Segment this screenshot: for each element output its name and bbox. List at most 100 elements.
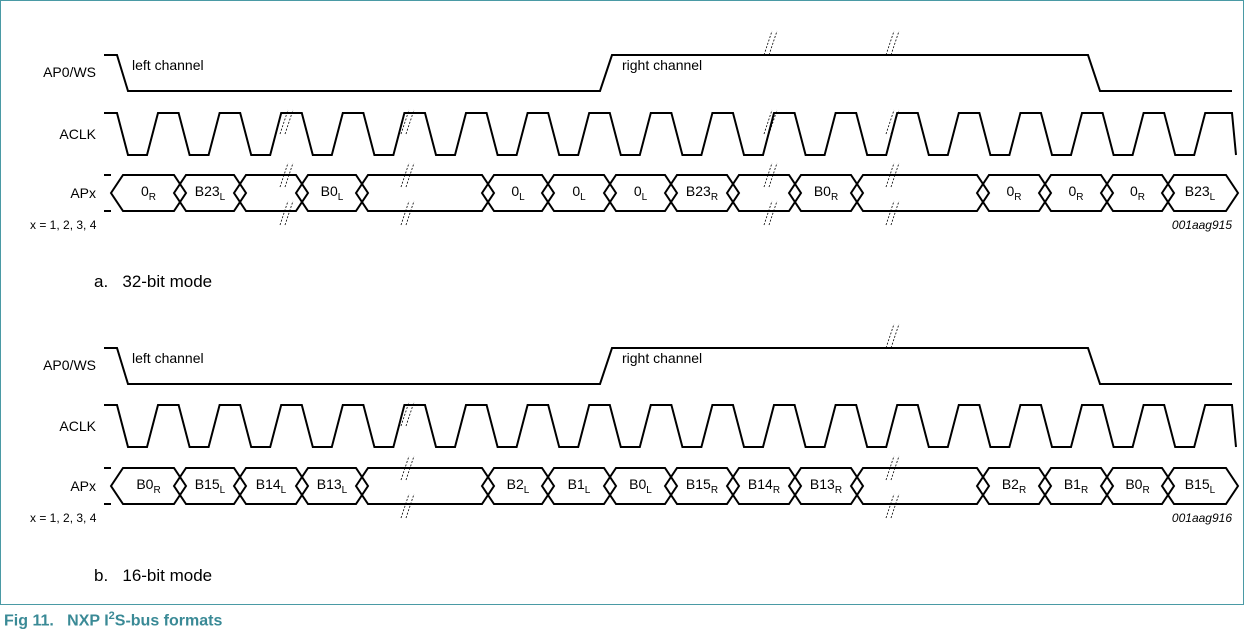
- panel-a-data-label: APx: [70, 185, 96, 201]
- panel-a-data-cell-label-14: 0R: [1130, 183, 1145, 203]
- panel-b-data-cell-label-12: B2R: [1002, 476, 1026, 496]
- panel-a-data-cell-7: [602, 174, 679, 212]
- panel-a-ws-break-1-b: [890, 30, 900, 56]
- panel-b-data-cell-3: [294, 467, 370, 505]
- panel-b-data-break-top-1-a: [885, 455, 895, 481]
- panel-b-ws-break-0-b: [890, 323, 900, 349]
- panel-b-data-cell-label-6: B1L: [568, 476, 591, 496]
- panel-a-data-cell-14: [1099, 174, 1176, 212]
- panel-b-data-cell-6: [540, 467, 618, 505]
- panel-a-data-cell-8: [663, 174, 741, 212]
- panel-a-data-cell-label-10: B0R: [814, 183, 838, 203]
- panel-b-data-cell-label-3: B13L: [317, 476, 348, 496]
- panel-b-data-break-bottom-1-b: [890, 493, 900, 519]
- panel-b-note: x = 1, 2, 3, 4: [30, 511, 97, 525]
- panel-a-ws-waveform: [104, 54, 1232, 92]
- panel-b-data-break-bottom-1-a: [885, 493, 895, 519]
- panel-a-data-cell-2: [232, 174, 310, 212]
- panel-a-clock-waveform: [104, 112, 1237, 156]
- panel-b-data-cell-label-7: B0L: [629, 476, 652, 496]
- figure-title-sup: 2: [108, 610, 115, 622]
- frame-left-border: [0, 0, 1, 604]
- panel-b-data-break-bottom-0-b: [405, 493, 415, 519]
- figure-title: Fig 11. NXP I2S-bus formats: [4, 610, 222, 630]
- panel-a-data-cell-label-1: B23L: [195, 183, 226, 203]
- panel-a-data-break-top-3-b: [890, 162, 900, 188]
- panel-a-clk-break-2-b: [768, 109, 778, 135]
- panel-b-data-cell-label-0: B0R: [136, 476, 160, 496]
- panel-a-note: x = 1, 2, 3, 4: [30, 218, 97, 232]
- panel-a-data-break-top-2-b: [768, 162, 778, 188]
- panel-a-data-break-bottom-2-b: [768, 200, 778, 226]
- panel-b-left-channel-label: left channel: [132, 350, 204, 366]
- panel-a-right-channel-label: right channel: [622, 57, 702, 73]
- panel-a-clk-break-3-a: [885, 109, 895, 135]
- panel-a-data-cell-6: [540, 174, 618, 212]
- caption-a-text: 32-bit mode: [122, 272, 213, 291]
- panel-a-data-cell-label-0: 0R: [141, 183, 156, 203]
- panel-a-data-break-top-0-a: [279, 162, 289, 188]
- panel-b-clk-break-0-b: [405, 401, 415, 427]
- panel-a-data-cell-1: [172, 174, 248, 212]
- panel-b-data-cell-label-8: B15R: [686, 476, 718, 496]
- panel-b-data-cell-8: [663, 467, 741, 505]
- panel-b-data-cell-2: [232, 467, 310, 505]
- panel-b-data-label: APx: [70, 478, 96, 494]
- panel-b-data-cell-label-1: B15L: [195, 476, 226, 496]
- panel-b-clk-break-0-a: [400, 401, 410, 427]
- figure-title-post: S-bus formats: [114, 612, 223, 630]
- panel-a-clk-break-0-b: [284, 109, 294, 135]
- panel-b-right-channel-label: right channel: [622, 350, 702, 366]
- panel-a-data-cell-label-12: 0R: [1006, 183, 1021, 203]
- panel-a-data-cell-3: [294, 174, 370, 212]
- panel-a-data-break-top-0-b: [284, 162, 294, 188]
- panel-a-data-cell-label-5: 0L: [511, 183, 525, 203]
- panel-a-data-cell-9: [725, 174, 803, 212]
- panel-b-ws-label: AP0/WS: [43, 357, 96, 373]
- panel-a-clk-break-3-b: [890, 109, 900, 135]
- panel-a-data-break-bottom-1-a: [400, 200, 410, 226]
- panel-a-data-break-top-2-a: [763, 162, 773, 188]
- panel-a-data-break-top-3-a: [885, 162, 895, 188]
- panel-b-data-cell-label-15: B15L: [1185, 476, 1216, 496]
- panel-b-clk-label: ACLK: [59, 418, 96, 434]
- panel-b-data-break-bottom-0-a: [400, 493, 410, 519]
- panel-a-data-cell-10: [787, 174, 865, 212]
- panel-b-data-break-top-1-b: [890, 455, 900, 481]
- panel-b-data-cell-10: [787, 467, 865, 505]
- panel-a-code: 001aag915: [1172, 218, 1232, 232]
- panel-b-ws-waveform: [104, 347, 1232, 385]
- figure-title-pre: NXP I: [67, 612, 109, 630]
- panel-a-clk-break-1-b: [405, 109, 415, 135]
- panel-b-data-cell-9: [725, 467, 803, 505]
- panel-a-left-channel-label: left channel: [132, 57, 204, 73]
- panel-a-data-cell-label-6: 0L: [572, 183, 586, 203]
- panel-b-code: 001aag916: [1172, 511, 1232, 525]
- frame-bottom-border: [0, 604, 1244, 605]
- panel-a-data-cell-5: [480, 174, 556, 212]
- panel-b-ws-break-0-a: [885, 323, 895, 349]
- caption-a-letter: a.: [94, 272, 109, 291]
- panel-a-data-cell-0: [109, 174, 188, 212]
- panel-b-data-cell-15: [1160, 467, 1240, 505]
- panel-a-data-cell-13: [1037, 174, 1115, 212]
- panel-a-data-cell-label-15: B23L: [1185, 183, 1216, 203]
- panel-a-data-break-bottom-3-a: [885, 200, 895, 226]
- caption-b: b. 16-bit mode: [94, 566, 212, 586]
- panel-a-ws-break-0-a: [763, 30, 773, 56]
- panel-a-data-cell-12: [975, 174, 1053, 212]
- panel-a-ws-label: AP0/WS: [43, 64, 96, 80]
- panel-a-clk-label: ACLK: [59, 126, 96, 142]
- panel-b-data-cell-label-13: B1R: [1064, 476, 1088, 496]
- panel-a-data-break-bottom-2-a: [763, 200, 773, 226]
- caption-a: a. 32-bit mode: [94, 272, 212, 292]
- panel-a-clk-break-2-a: [763, 109, 773, 135]
- panel-a-clk-break-0-a: [279, 109, 289, 135]
- panel-b-data-cell-0: [109, 467, 188, 505]
- panel-a-data-cell-label-3: B0L: [321, 183, 344, 203]
- panel-b-data-break-top-0-b: [405, 455, 415, 481]
- panel-a-data-break-bottom-1-b: [405, 200, 415, 226]
- panel-b-clock-waveform: [104, 404, 1237, 448]
